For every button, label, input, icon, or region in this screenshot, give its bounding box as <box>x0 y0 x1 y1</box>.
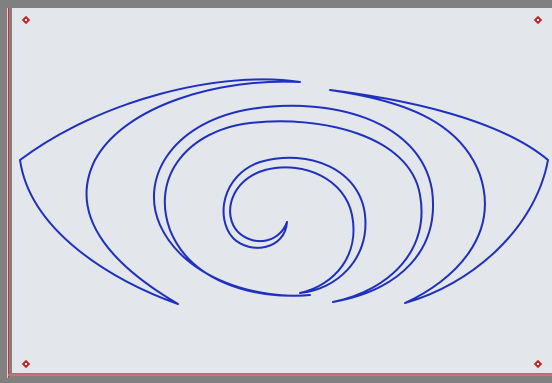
outer-left-arc[interactable] <box>20 79 300 304</box>
middle-spiral-arm[interactable] <box>154 106 433 302</box>
inner-spiral-arm[interactable] <box>224 158 366 293</box>
outer-right-arc[interactable] <box>330 90 548 303</box>
